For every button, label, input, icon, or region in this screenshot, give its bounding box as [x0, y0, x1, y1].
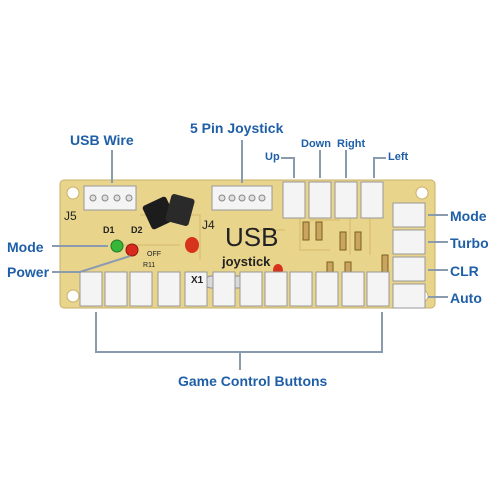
usb-wire-connector-pins	[89, 194, 133, 202]
down-connector	[308, 181, 332, 219]
auto-label: Auto	[450, 290, 482, 306]
button-connector	[212, 271, 236, 307]
up-label: Up	[265, 151, 280, 163]
button-connector	[366, 271, 390, 307]
mode-label-left: Mode	[7, 239, 44, 255]
power-label: Power	[7, 264, 50, 280]
auto-connector	[392, 283, 426, 309]
left-connector	[360, 181, 384, 219]
turbo-connector	[392, 229, 426, 255]
button-connector	[79, 271, 103, 307]
capacitor	[142, 196, 176, 230]
mode-led	[110, 239, 124, 253]
capacitor	[165, 194, 195, 226]
button-connector	[341, 271, 365, 307]
button-connector	[315, 271, 339, 307]
direction-connectors	[282, 181, 384, 219]
down-label: Down	[301, 138, 331, 150]
usb-wire-label: USB Wire	[70, 132, 134, 148]
mode-connector	[392, 202, 426, 228]
mounting-hole	[66, 289, 80, 303]
right-label: Right	[337, 138, 366, 150]
j5-label: J5	[64, 209, 77, 223]
function-connectors	[392, 202, 426, 309]
board-subtitle: joystick	[222, 254, 271, 269]
button-connector	[239, 271, 263, 307]
turbo-label: Turbo	[450, 235, 489, 251]
five-pin-joystick-label: 5 Pin Joystick	[190, 120, 284, 136]
d1-label: D1	[103, 225, 115, 235]
clr-connector	[392, 256, 426, 282]
right-connector	[334, 181, 358, 219]
j4-label: J4	[202, 218, 215, 232]
button-connector	[157, 271, 181, 307]
power-led	[125, 243, 139, 257]
mounting-hole	[66, 186, 80, 200]
joystick-connector-pins	[218, 194, 266, 202]
resistors	[302, 221, 389, 279]
left-label: Left	[388, 151, 409, 163]
clr-label: CLR	[450, 263, 479, 279]
button-connector	[104, 271, 128, 307]
button-connector	[184, 271, 208, 307]
board-title: USB	[225, 222, 279, 252]
button-connector	[129, 271, 153, 307]
d2-label: D2	[131, 225, 143, 235]
game-control-button-connectors	[79, 271, 390, 307]
button-connector	[289, 271, 313, 307]
ceramic-capacitor	[185, 237, 199, 253]
callout-lines	[52, 140, 448, 370]
button-connector	[264, 271, 288, 307]
x1-label: X1	[191, 275, 204, 286]
mode-label-right: Mode	[450, 208, 487, 224]
r11-label: R11	[143, 262, 156, 269]
up-connector	[282, 181, 306, 219]
mounting-hole	[415, 186, 429, 200]
off-label: OFF	[147, 251, 161, 258]
game-control-buttons-label: Game Control Buttons	[178, 373, 328, 389]
